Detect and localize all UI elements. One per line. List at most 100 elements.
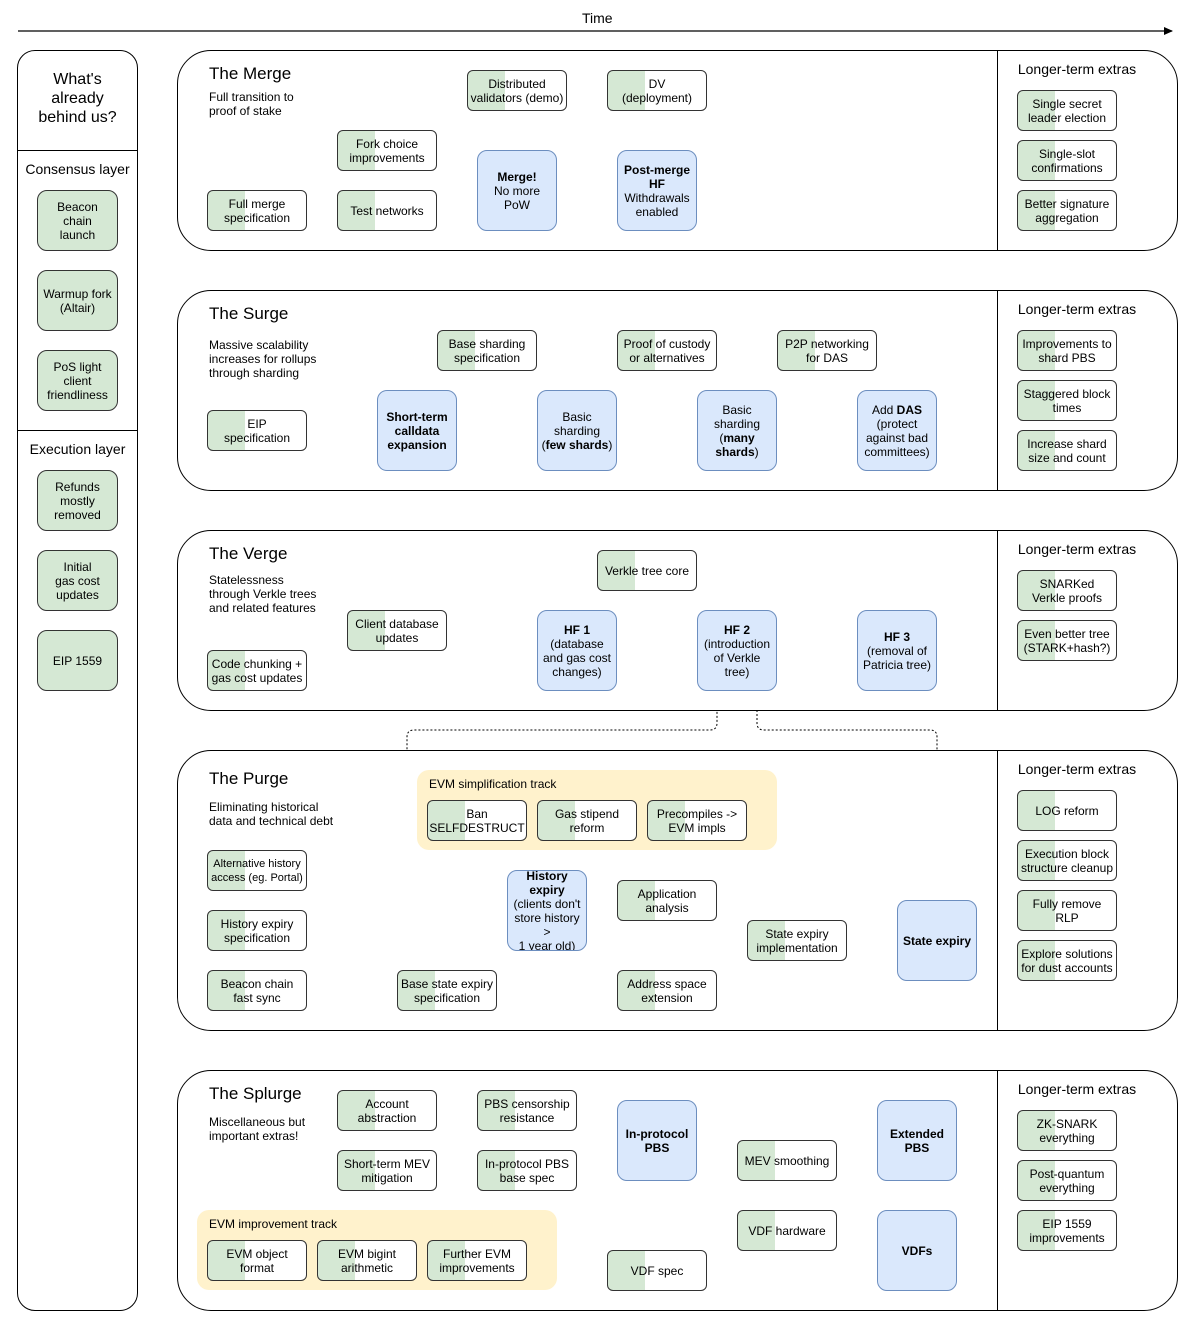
evm-improvement-label: EVM improvement track: [209, 1217, 338, 1231]
eip-specification: EIP specification: [207, 410, 307, 451]
splurge-divider: [997, 1071, 998, 1310]
merge-hf-detail: No more PoW: [493, 183, 540, 212]
merge-divider: [997, 51, 998, 250]
evm-simplification-label: EVM simplification track: [429, 777, 557, 791]
splurge-subtitle: Miscellaneous but important extras!: [209, 1115, 306, 1143]
address-space-extension: Address space extension: [617, 970, 717, 1011]
dv-deployment: DV (deployment): [607, 70, 707, 111]
verge-divider: [997, 531, 998, 710]
state-expiry: State expiry: [897, 900, 977, 981]
dotted-selfdestruct-to-hf2: [406, 692, 721, 821]
merge-extra-2: Single-slot confirmations: [1017, 140, 1117, 181]
surge-extra-2: Staggered block times: [1017, 380, 1117, 421]
splurge-extras-label: Longer-term extras: [1017, 1081, 1137, 1097]
execution-layer-label: Execution layer: [29, 441, 126, 457]
mev-smoothing: MEV smoothing: [737, 1140, 837, 1181]
behind-us-title: What's already behind us?: [38, 71, 117, 126]
post-merge-hf: Post-merge HF Withdrawals enabled: [617, 150, 697, 231]
verge-title: The Verge: [209, 544, 288, 563]
behind-divider-2: [18, 430, 137, 431]
p2p-networking-das: P2P networking for DAS: [777, 330, 877, 371]
splurge-extra-3: EIP 1559 improvements: [1017, 1210, 1117, 1251]
purge-subtitle: Eliminating historical data and technica…: [209, 800, 334, 828]
test-networks: Test networks: [337, 190, 437, 231]
in-protocol-pbs: In-protocol PBS: [617, 1100, 697, 1181]
gas-stipend-reform: Gas stipend reform: [537, 800, 637, 841]
merge-hf: Merge! No more PoW: [477, 150, 557, 231]
hf1-title: HF 1: [563, 622, 590, 637]
verge-subtitle: Statelessness through Verkle trees and r…: [209, 573, 317, 615]
further-evm-improvements: Further EVM improvements: [427, 1240, 527, 1281]
timeline-label: Time: [582, 10, 613, 26]
purge-extra-3: Fully remove RLP: [1017, 890, 1117, 931]
ban-selfdestruct: Ban SELFDESTRUCT: [427, 800, 527, 841]
client-database-updates: Client database updates: [347, 610, 447, 651]
done-eip-1559: EIP 1559: [37, 630, 118, 691]
merge-subtitle: Full transition to proof of stake: [209, 90, 294, 118]
hf1-detail: (database and gas cost changes): [542, 636, 612, 679]
pbs-censorship-resistance: PBS censorship resistance: [477, 1090, 577, 1131]
vdf-spec: VDF spec: [607, 1250, 707, 1291]
verge-hf2: HF 2 (introduction of Verkle tree): [697, 610, 777, 691]
purge-divider: [997, 751, 998, 1030]
merge-title: The Merge: [209, 64, 292, 83]
history-expiry-title: History expiry: [526, 870, 568, 897]
full-merge-specification: Full merge specification: [207, 190, 307, 231]
surge-title: The Surge: [209, 304, 289, 323]
evm-bigint-arithmetic: EVM bigint arithmetic: [317, 1240, 417, 1281]
post-merge-hf-title: Post-merge HF: [623, 162, 691, 191]
surge-extras-label: Longer-term extras: [1017, 301, 1137, 317]
behind-divider-1: [18, 150, 137, 151]
hf3-title: HF 3: [883, 629, 910, 644]
history-expiry-specification: History expiry specification: [207, 910, 307, 951]
post-merge-hf-detail: Withdrawals enabled: [624, 190, 690, 219]
basic-many-label: Basic sharding (many shards): [713, 402, 761, 459]
splurge-title: The Splurge: [209, 1084, 302, 1103]
merge-hf-title: Merge!: [497, 169, 537, 184]
application-analysis: Application analysis: [617, 880, 717, 921]
hf3-detail: (removal of Patricia tree): [862, 643, 932, 672]
splurge-extra-2: Post-quantum everything: [1017, 1160, 1117, 1201]
add-das: Add DAS (protect against bad committees): [857, 390, 937, 471]
done-pos-light-client: PoS light client friendliness: [37, 350, 118, 411]
verkle-tree-core: Verkle tree core: [597, 550, 697, 591]
purge-extras-label: Longer-term extras: [1017, 761, 1137, 777]
purge-extra-2: Execution block structure cleanup: [1017, 840, 1117, 881]
extended-pbs: Extended PBS: [877, 1100, 957, 1181]
account-abstraction: Account abstraction: [337, 1090, 437, 1131]
verge-extra-2: Even better tree (STARK+hash?): [1017, 620, 1117, 661]
history-expiry-detail: (clients don't store history > 1 year ol…: [513, 896, 581, 951]
distributed-validators-demo: Distributed validators (demo): [467, 70, 567, 111]
verge-extras-label: Longer-term extras: [1017, 541, 1137, 557]
short-term-mev-mitigation: Short-term MEV mitigation: [337, 1150, 437, 1191]
done-warmup-fork: Warmup fork (Altair): [37, 270, 118, 331]
vdfs: VDFs: [877, 1210, 957, 1291]
done-refunds-removed: Refunds mostly removed: [37, 470, 118, 531]
fork-choice-improvements: Fork choice improvements: [337, 130, 437, 171]
purge-extra-4: Explore solutions for dust accounts: [1017, 940, 1117, 981]
history-expiry: History expiry (clients don't store hist…: [507, 870, 587, 951]
alternative-history-access: Alternative history access (eg. Portal): [207, 850, 307, 891]
done-beacon-chain-launch: Beacon chain launch: [37, 190, 118, 251]
splurge-extra-1: ZK-SNARK everything: [1017, 1110, 1117, 1151]
state-expiry-implementation: State expiry implementation: [747, 920, 847, 961]
merge-extra-1: Single secret leader election: [1017, 90, 1117, 131]
surge-extra-1: Improvements to shard PBS: [1017, 330, 1117, 371]
proof-of-custody: Proof of custody or alternatives: [617, 330, 717, 371]
verge-hf1: HF 1 (database and gas cost changes): [537, 610, 617, 691]
in-protocol-pbs-base-spec: In-protocol PBS base spec: [477, 1150, 577, 1191]
code-chunking: Code chunking + gas cost updates: [207, 650, 307, 691]
consensus-layer-label: Consensus layer: [25, 161, 130, 177]
basic-sharding-few-shards: Basic sharding (few shards): [537, 390, 617, 471]
done-initial-gas-cost: Initial gas cost updates: [37, 550, 118, 611]
purge-extra-1: LOG reform: [1017, 790, 1117, 831]
hf2-detail: (introduction of Verkle tree): [703, 636, 771, 679]
vdf-hardware: VDF hardware: [737, 1210, 837, 1251]
add-das-label: Add DAS (protect against bad committees): [864, 402, 930, 459]
basic-few-label: Basic sharding (few shards): [541, 409, 613, 452]
surge-subtitle: Massive scalability increases for rollup…: [209, 338, 317, 380]
surge-divider: [997, 291, 998, 490]
base-state-expiry-specification: Base state expiry specification: [397, 970, 497, 1011]
merge-extras-label: Longer-term extras: [1017, 61, 1137, 77]
